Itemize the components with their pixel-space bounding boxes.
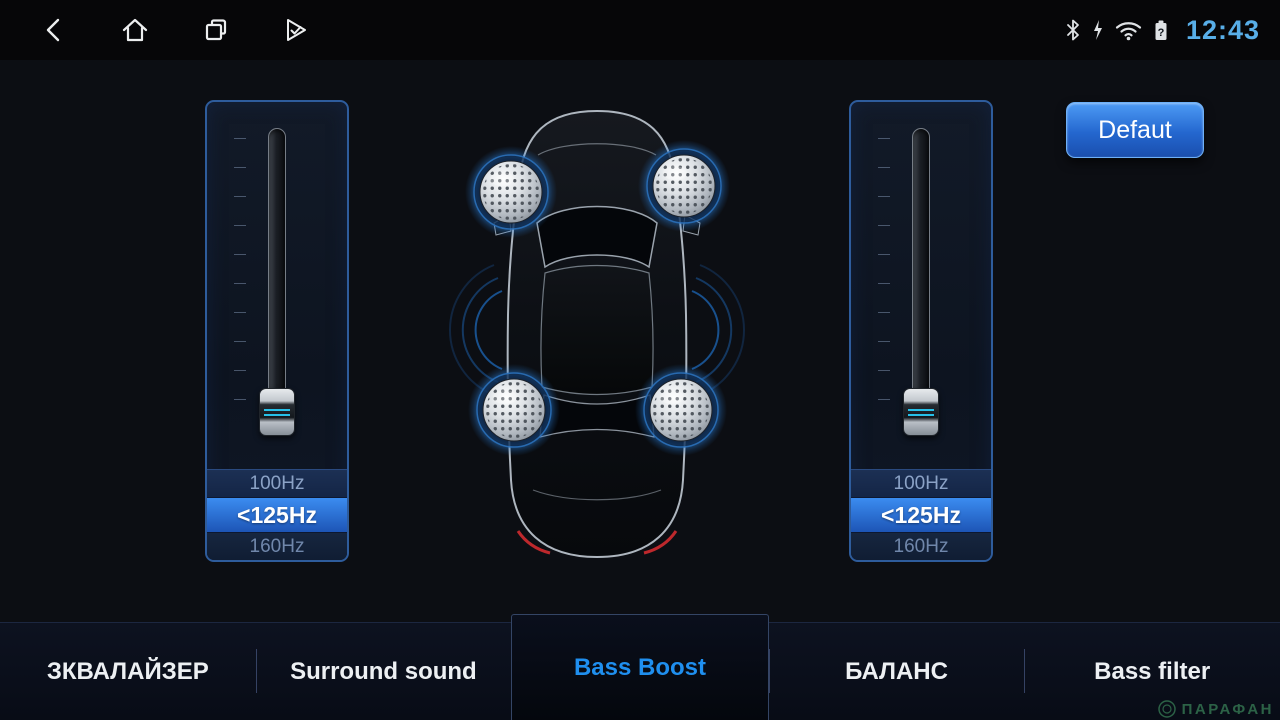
default-button-label: Defaut bbox=[1098, 115, 1172, 144]
slider-tick-marks bbox=[234, 138, 246, 426]
car-top-view-illustration bbox=[398, 95, 798, 580]
tail-light-right bbox=[643, 530, 678, 555]
frequency-selector-left: 100Hz <125Hz 160Hz bbox=[207, 469, 347, 560]
app-shortcut-icon[interactable] bbox=[282, 16, 310, 44]
frequency-option[interactable]: 100Hz bbox=[851, 470, 991, 498]
status-bar: ? 12:43 bbox=[0, 0, 1280, 60]
slider-thumb[interactable] bbox=[259, 388, 295, 436]
frequency-option[interactable]: 160Hz bbox=[851, 533, 991, 560]
audio-settings-tab-bar: ЗКВАЛАЙЗЕР Surround sound Bass Boost БАЛ… bbox=[0, 614, 1280, 720]
tab-bass-filter[interactable]: Bass filter bbox=[1024, 623, 1280, 720]
slider-thumb[interactable] bbox=[903, 388, 939, 436]
battery-unknown-icon: ? bbox=[1153, 19, 1169, 42]
tab-balance[interactable]: БАЛАНС bbox=[768, 623, 1025, 720]
speaker-rear-left-icon bbox=[467, 363, 561, 457]
watermark-logo-icon bbox=[1157, 700, 1176, 718]
watermark-text: ПАРАФАН bbox=[1181, 700, 1274, 718]
recents-icon[interactable] bbox=[202, 16, 230, 44]
frequency-selector-right: 100Hz <125Hz 160Hz bbox=[851, 469, 991, 560]
wifi-icon bbox=[1115, 20, 1142, 41]
bass-level-slider-left[interactable] bbox=[207, 102, 347, 469]
bass-level-slider-right[interactable] bbox=[851, 102, 991, 469]
clock: 12:43 bbox=[1185, 14, 1260, 45]
back-icon[interactable] bbox=[40, 16, 68, 44]
bluetooth-icon bbox=[1065, 18, 1081, 42]
default-button[interactable]: Defaut bbox=[1066, 102, 1204, 158]
frequency-option-selected[interactable]: <125Hz bbox=[851, 498, 991, 533]
speaker-rear-right-icon bbox=[634, 363, 728, 457]
bass-fader-panel-left: 100Hz <125Hz 160Hz bbox=[205, 100, 349, 562]
svg-text:?: ? bbox=[1158, 27, 1165, 39]
charging-icon bbox=[1092, 19, 1104, 41]
frequency-option-selected[interactable]: <125Hz bbox=[207, 498, 347, 533]
tab-bass-boost[interactable]: Bass Boost bbox=[511, 614, 769, 720]
frequency-option[interactable]: 100Hz bbox=[207, 470, 347, 498]
speaker-front-left-icon bbox=[464, 145, 558, 239]
slider-tick-marks bbox=[878, 138, 890, 426]
car-body bbox=[493, 109, 701, 559]
watermark: ПАРАФАН bbox=[1157, 699, 1274, 719]
sound-wave-arcs bbox=[448, 264, 746, 396]
bass-fader-panel-right: 100Hz <125Hz 160Hz bbox=[849, 100, 993, 562]
tail-light-left bbox=[516, 530, 551, 555]
status-bar-indicators: ? 12:43 bbox=[1065, 15, 1280, 46]
tab-equalizer[interactable]: ЗКВАЛАЙЗЕР bbox=[46, 657, 209, 685]
home-icon[interactable] bbox=[120, 16, 150, 44]
tab-surround-sound[interactable]: Surround sound bbox=[255, 623, 512, 720]
status-bar-nav bbox=[0, 16, 310, 44]
car-speakers-graphic bbox=[448, 109, 746, 559]
frequency-option[interactable]: 160Hz bbox=[207, 533, 347, 560]
speaker-front-right-icon bbox=[637, 139, 731, 233]
